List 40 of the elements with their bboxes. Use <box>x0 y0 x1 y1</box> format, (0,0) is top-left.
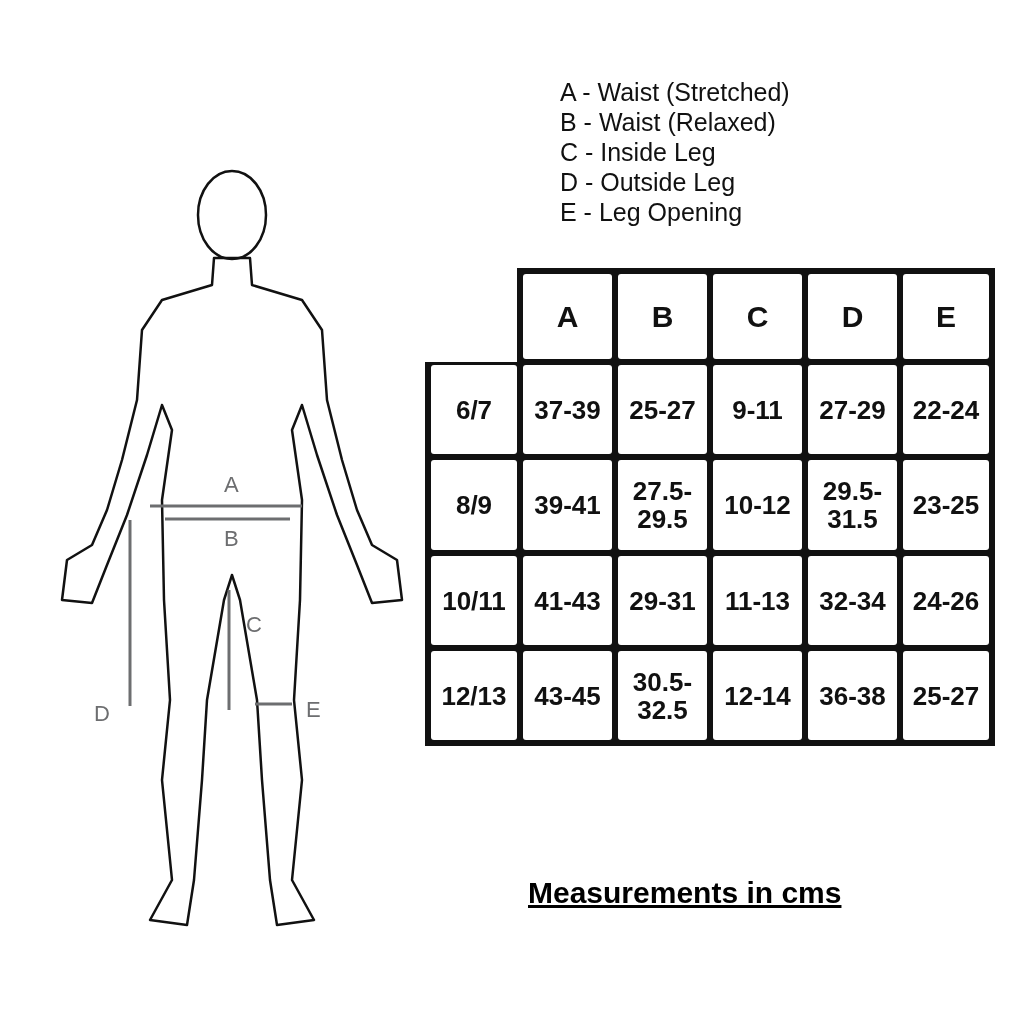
row-header: 6/7 <box>431 365 517 454</box>
dimension-label: C <box>246 612 262 638</box>
dimension-label: E <box>306 697 321 723</box>
table-cell: 43-45 <box>523 651 612 740</box>
table-cell: 12-14 <box>713 651 802 740</box>
table-cell: 41-43 <box>523 556 612 645</box>
table-cell: 22-24 <box>903 365 989 454</box>
column-header: D <box>808 274 897 359</box>
table-cell: 29.5-31.5 <box>808 460 897 550</box>
table-cell: 24-26 <box>903 556 989 645</box>
table-cell: 10-12 <box>713 460 802 550</box>
legend-text: C - Inside Leg <box>560 138 716 167</box>
table-cell: 32-34 <box>808 556 897 645</box>
dimension-label: A <box>224 472 239 498</box>
legend-text: D - Outside Leg <box>560 168 736 197</box>
table-cell: 39-41 <box>523 460 612 550</box>
row-header: 10/11 <box>431 556 517 645</box>
column-header: A <box>523 274 612 359</box>
dimension-label: B <box>224 526 239 552</box>
table-cell: 27-29 <box>808 365 897 454</box>
table-cell: 23-25 <box>903 460 989 550</box>
legend-text: B - Waist (Relaxed) <box>560 108 776 137</box>
row-header: 8/9 <box>431 460 517 550</box>
table-cell: 25-27 <box>903 651 989 740</box>
note-text: Measurements in cms <box>528 876 842 910</box>
legend-text: E - Leg Opening <box>560 198 743 227</box>
table-cell: 9-11 <box>713 365 802 454</box>
table-cell: 37-39 <box>523 365 612 454</box>
table-cell: 29-31 <box>618 556 707 645</box>
column-header: C <box>713 274 802 359</box>
legend-text: A - Waist (Stretched) <box>560 78 790 107</box>
table-cell: 11-13 <box>713 556 802 645</box>
column-header: B <box>618 274 707 359</box>
table-cell: 25-27 <box>618 365 707 454</box>
table-cell: 36-38 <box>808 651 897 740</box>
table-cell: 30.5-32.5 <box>618 651 707 740</box>
column-header: E <box>903 274 989 359</box>
table-cell: 27.5-29.5 <box>618 460 707 550</box>
dimension-label: D <box>94 701 110 727</box>
row-header: 12/13 <box>431 651 517 740</box>
